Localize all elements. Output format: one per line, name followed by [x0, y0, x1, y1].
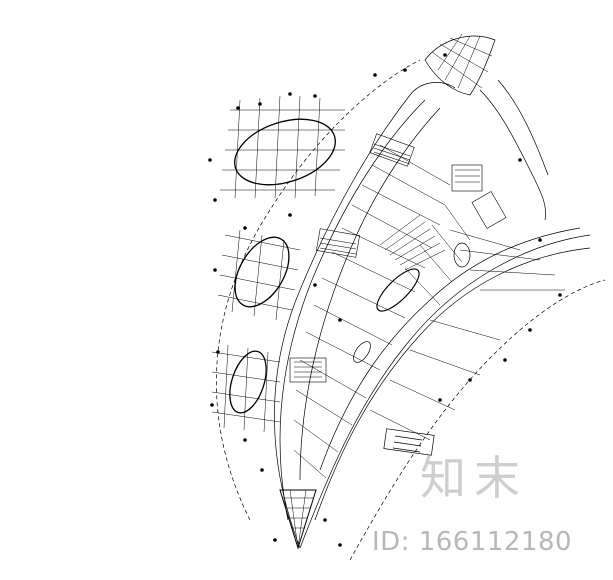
- stair-block-3: [289, 357, 327, 383]
- site-arc: [216, 59, 421, 521]
- canopy-roof: [424, 35, 496, 96]
- wall-line-mid-2: [319, 227, 581, 471]
- watermark-id: ID: 166112180: [372, 527, 573, 557]
- wall-line-mid: [299, 107, 441, 481]
- east-wing-2: [497, 79, 549, 176]
- oval-room-4: [376, 268, 420, 312]
- oval-room-5: [353, 341, 371, 363]
- canopy-grid: [431, 33, 493, 89]
- oval-hall-3: [229, 350, 267, 414]
- watermark-brand: 知末: [420, 451, 528, 505]
- east-wing: [479, 89, 546, 221]
- axis-markers: [208, 53, 562, 547]
- oval-hall-2: [234, 236, 290, 308]
- site-arc-east: [349, 279, 606, 561]
- inner-building-edge: [299, 234, 591, 549]
- corridor-line-west: [279, 99, 426, 521]
- seating-fan: [379, 214, 446, 271]
- corridor-line-east: [314, 247, 591, 521]
- outlying-pavilion: [383, 428, 435, 456]
- stair-block-1: [369, 133, 415, 167]
- outer-building-edge: [274, 82, 456, 549]
- grid-1: [220, 95, 345, 199]
- radial-grid-lines: [293, 144, 471, 479]
- oval-room-6: [453, 242, 471, 268]
- stair-block-2: [316, 228, 360, 258]
- tip-grid: [279, 489, 317, 550]
- grid-2: [217, 229, 301, 321]
- grid-3: [211, 344, 281, 433]
- oval-hall-1: [234, 118, 336, 186]
- core-block-east: [451, 164, 507, 229]
- outer-radial-ticks: [369, 229, 565, 441]
